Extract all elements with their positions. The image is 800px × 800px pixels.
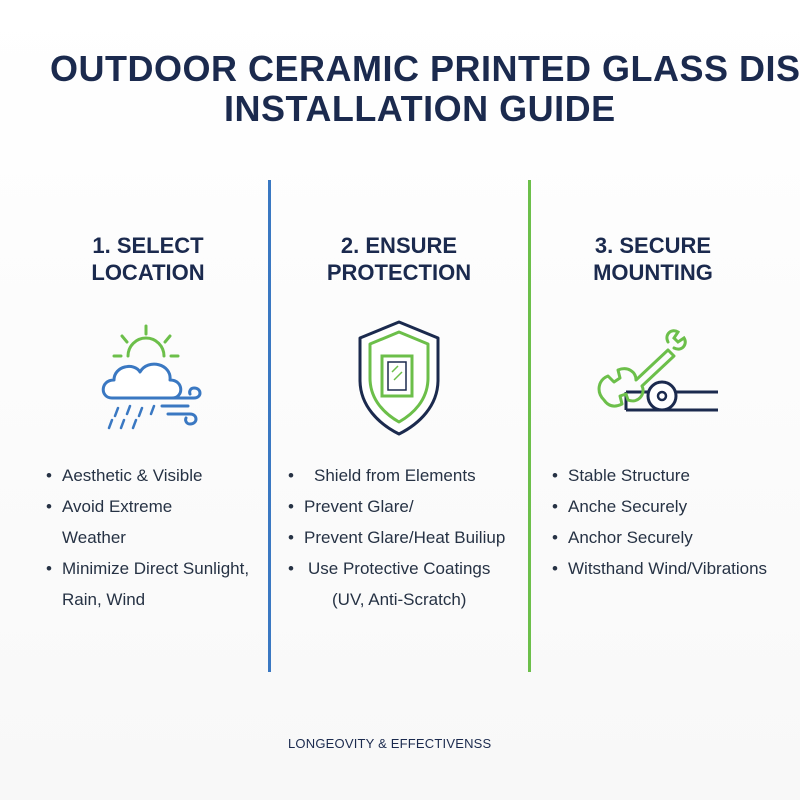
- step-title-label: LOCATION: [91, 260, 205, 285]
- list-item: Prevent Glare/Heat Builiup: [288, 522, 526, 553]
- shield-glass-icon: [346, 320, 476, 440]
- step-secure-mounting: 3. SECURE MOUNTING Stable Structure: [540, 232, 790, 584]
- step-number-label: 2. ENSURE: [340, 233, 458, 258]
- list-item: Aesthetic & Visible: [46, 460, 266, 491]
- step-heading: 3. SECURE MOUNTING: [540, 232, 766, 286]
- step-title-label: PROTECTION: [326, 260, 472, 285]
- list-item: (UV, Anti-Scratch): [332, 590, 467, 609]
- list-item: Weather: [62, 528, 126, 547]
- list-item: Use Protective Coatings: [288, 553, 526, 584]
- bullet-list: Stable Structure Anche Securely Anchor S…: [540, 460, 790, 584]
- column-divider-green: [528, 180, 531, 672]
- list-item: Witsthand Wind/Vibrations: [552, 553, 790, 584]
- page-title-line-1: OUTDOOR CERAMIC PRINTED GLASS DISPLA: [50, 48, 800, 89]
- footer-tagline: LONGEOVITY & EFFECTIVENSS: [288, 736, 492, 751]
- weather-icon: [90, 320, 220, 440]
- bullet-list: Shield from Elements Prevent Glare/ Prev…: [280, 460, 526, 615]
- step-ensure-protection: 2. ENSURE PROTECTION Shield from Element…: [280, 232, 526, 609]
- list-item: Rain, Wind: [62, 590, 146, 609]
- wrench-mount-icon: [586, 320, 718, 440]
- step-number-label: 3. SECURE: [594, 233, 712, 258]
- column-divider-blue: [268, 180, 271, 672]
- list-item: Shield from Elements: [288, 460, 526, 491]
- list-item: Anche Securely: [552, 491, 790, 522]
- step-heading: 1. SELECT LOCATION: [30, 232, 266, 286]
- list-item: Stable Structure: [552, 460, 790, 491]
- bullet-list: Aesthetic & Visible Avoid Extreme Weathe…: [30, 460, 266, 615]
- list-item: Anchor Securely: [552, 522, 790, 553]
- step-heading: 2. ENSURE PROTECTION: [280, 232, 518, 286]
- step-select-location: 1. SELECT LOCATION: [30, 232, 266, 609]
- page-title-line-2: INSTALLATION GUIDE: [224, 88, 616, 129]
- step-number-label: 1. SELECT: [92, 233, 204, 258]
- step-title-label: MOUNTING: [593, 260, 713, 285]
- list-item: Prevent Glare/: [288, 491, 526, 522]
- list-item: Minimize Direct Sunlight,: [46, 553, 266, 584]
- list-item: Avoid Extreme: [46, 491, 266, 522]
